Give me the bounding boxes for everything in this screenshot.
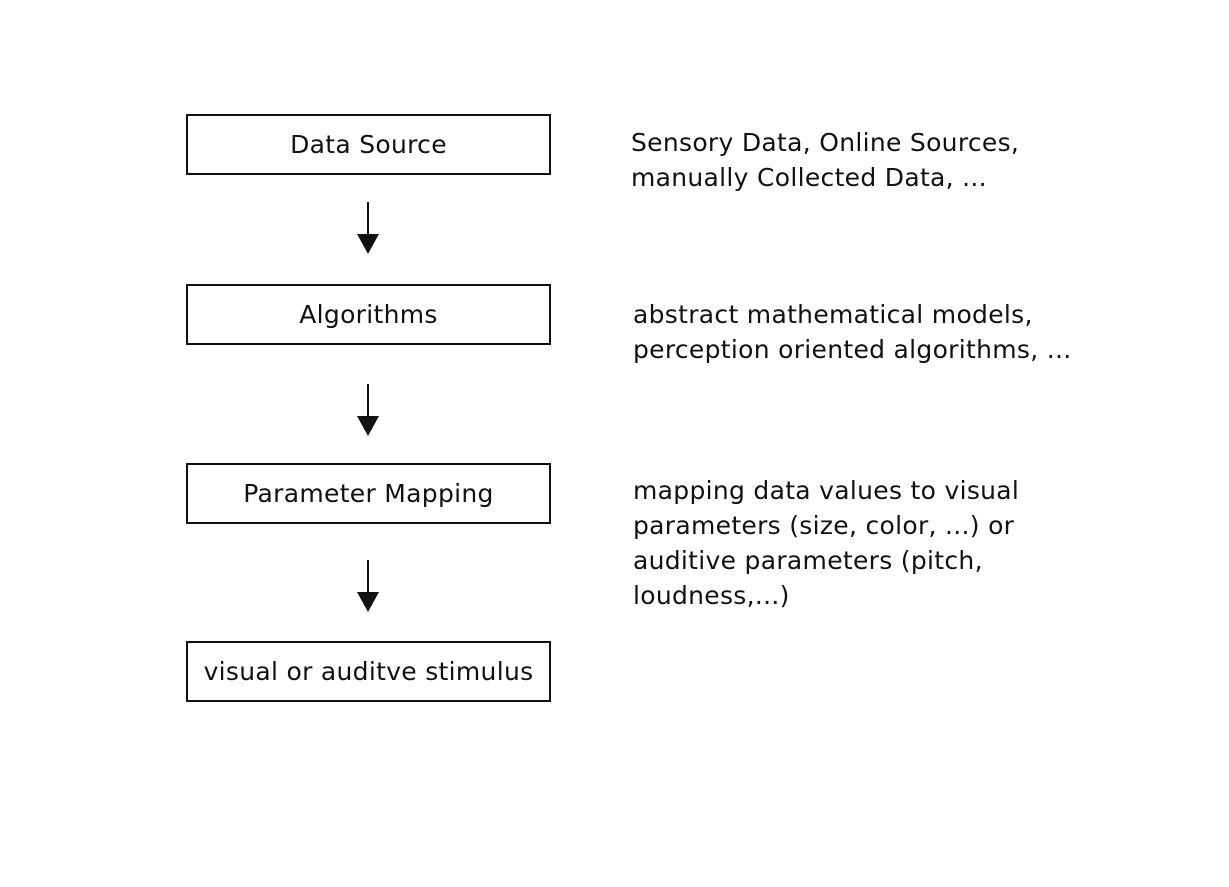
description-line: Sensory Data, Online Sources, — [631, 128, 1020, 157]
step-label: Algorithms — [299, 300, 438, 329]
arrow-down-icon — [357, 384, 379, 436]
step-label: Parameter Mapping — [243, 479, 494, 508]
description-line: mapping data values to visual — [633, 476, 1020, 505]
description-line: perception oriented algorithms, ... — [633, 335, 1072, 364]
step-label: visual or auditve stimulus — [203, 657, 534, 686]
description-line: loudness,...) — [633, 581, 790, 610]
step-label: Data Source — [290, 130, 447, 159]
description-parameter-mapping: mapping data values to visual parameters… — [633, 473, 1019, 613]
description-data-source: Sensory Data, Online Sources, manually C… — [631, 125, 1019, 195]
arrow-down-icon — [357, 202, 379, 254]
description-line: parameters (size, color, ...) or — [633, 511, 1015, 540]
step-stimulus: visual or auditve stimulus — [186, 641, 551, 702]
step-parameter-mapping: Parameter Mapping — [186, 463, 551, 524]
description-line: manually Collected Data, ... — [631, 163, 987, 192]
step-algorithms: Algorithms — [186, 284, 551, 345]
step-data-source: Data Source — [186, 114, 551, 175]
description-algorithms: abstract mathematical models, perception… — [633, 297, 1071, 367]
description-line: abstract mathematical models, — [633, 300, 1033, 329]
description-line: auditive parameters (pitch, — [633, 546, 983, 575]
arrow-down-icon — [357, 560, 379, 612]
